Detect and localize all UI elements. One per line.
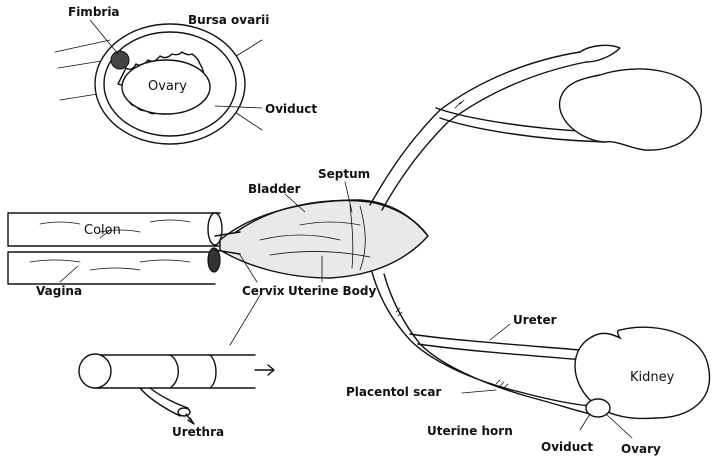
ureter-pointer xyxy=(490,324,510,340)
vagina-opening xyxy=(208,248,220,272)
label-colon: Colon xyxy=(84,224,121,237)
fimbria-tuft xyxy=(111,51,129,69)
label-bladder: Bladder xyxy=(248,183,301,195)
upper-oviduct xyxy=(580,45,620,62)
fimbria-pointer xyxy=(90,20,118,54)
label-uterine-horn: Uterine horn xyxy=(427,425,513,437)
vagina-drawing xyxy=(8,248,220,284)
label-septum: Septum xyxy=(318,168,370,180)
cervix-inset-opening xyxy=(79,354,111,388)
placental-scar-pointer xyxy=(462,390,496,393)
cervix-inset xyxy=(79,292,274,424)
label-urethra: Urethra xyxy=(172,426,224,438)
uterine-body xyxy=(220,200,428,278)
label-placental-scar: Placentol scar xyxy=(346,386,441,398)
label-cervix: Cervix xyxy=(242,285,285,297)
cervix-pointer xyxy=(230,292,262,345)
vagina-texture xyxy=(30,260,190,270)
upper-uterine-horn xyxy=(370,52,586,210)
upper-right-organs xyxy=(370,45,701,210)
label-ovary-top: Ovary xyxy=(148,80,187,93)
urethra-arrow xyxy=(186,414,194,424)
oviduct-bottom-pointer xyxy=(580,414,590,430)
label-ovary-bottom: Ovary xyxy=(621,443,661,455)
upper-horn-texture xyxy=(455,100,464,108)
urethra-opening xyxy=(178,408,190,416)
label-oviduct-top: Oviduct xyxy=(265,103,317,115)
label-fimbria: Fimbria xyxy=(68,6,120,18)
vagina-pointer xyxy=(60,266,78,282)
label-bursa-ovarii: Bursa ovarii xyxy=(188,14,269,26)
cervix-inset-arrow xyxy=(255,365,274,375)
label-oviduct-bottom: Oviduct xyxy=(541,441,593,453)
label-kidney: Kidney xyxy=(630,371,674,384)
label-ureter: Ureter xyxy=(513,314,557,326)
cervix-inset-cut xyxy=(170,355,216,388)
label-uterine-body: Uterine Body xyxy=(288,285,376,297)
label-vagina: Vagina xyxy=(36,285,82,297)
lower-ureter xyxy=(410,334,584,360)
upper-kidney xyxy=(560,69,702,150)
